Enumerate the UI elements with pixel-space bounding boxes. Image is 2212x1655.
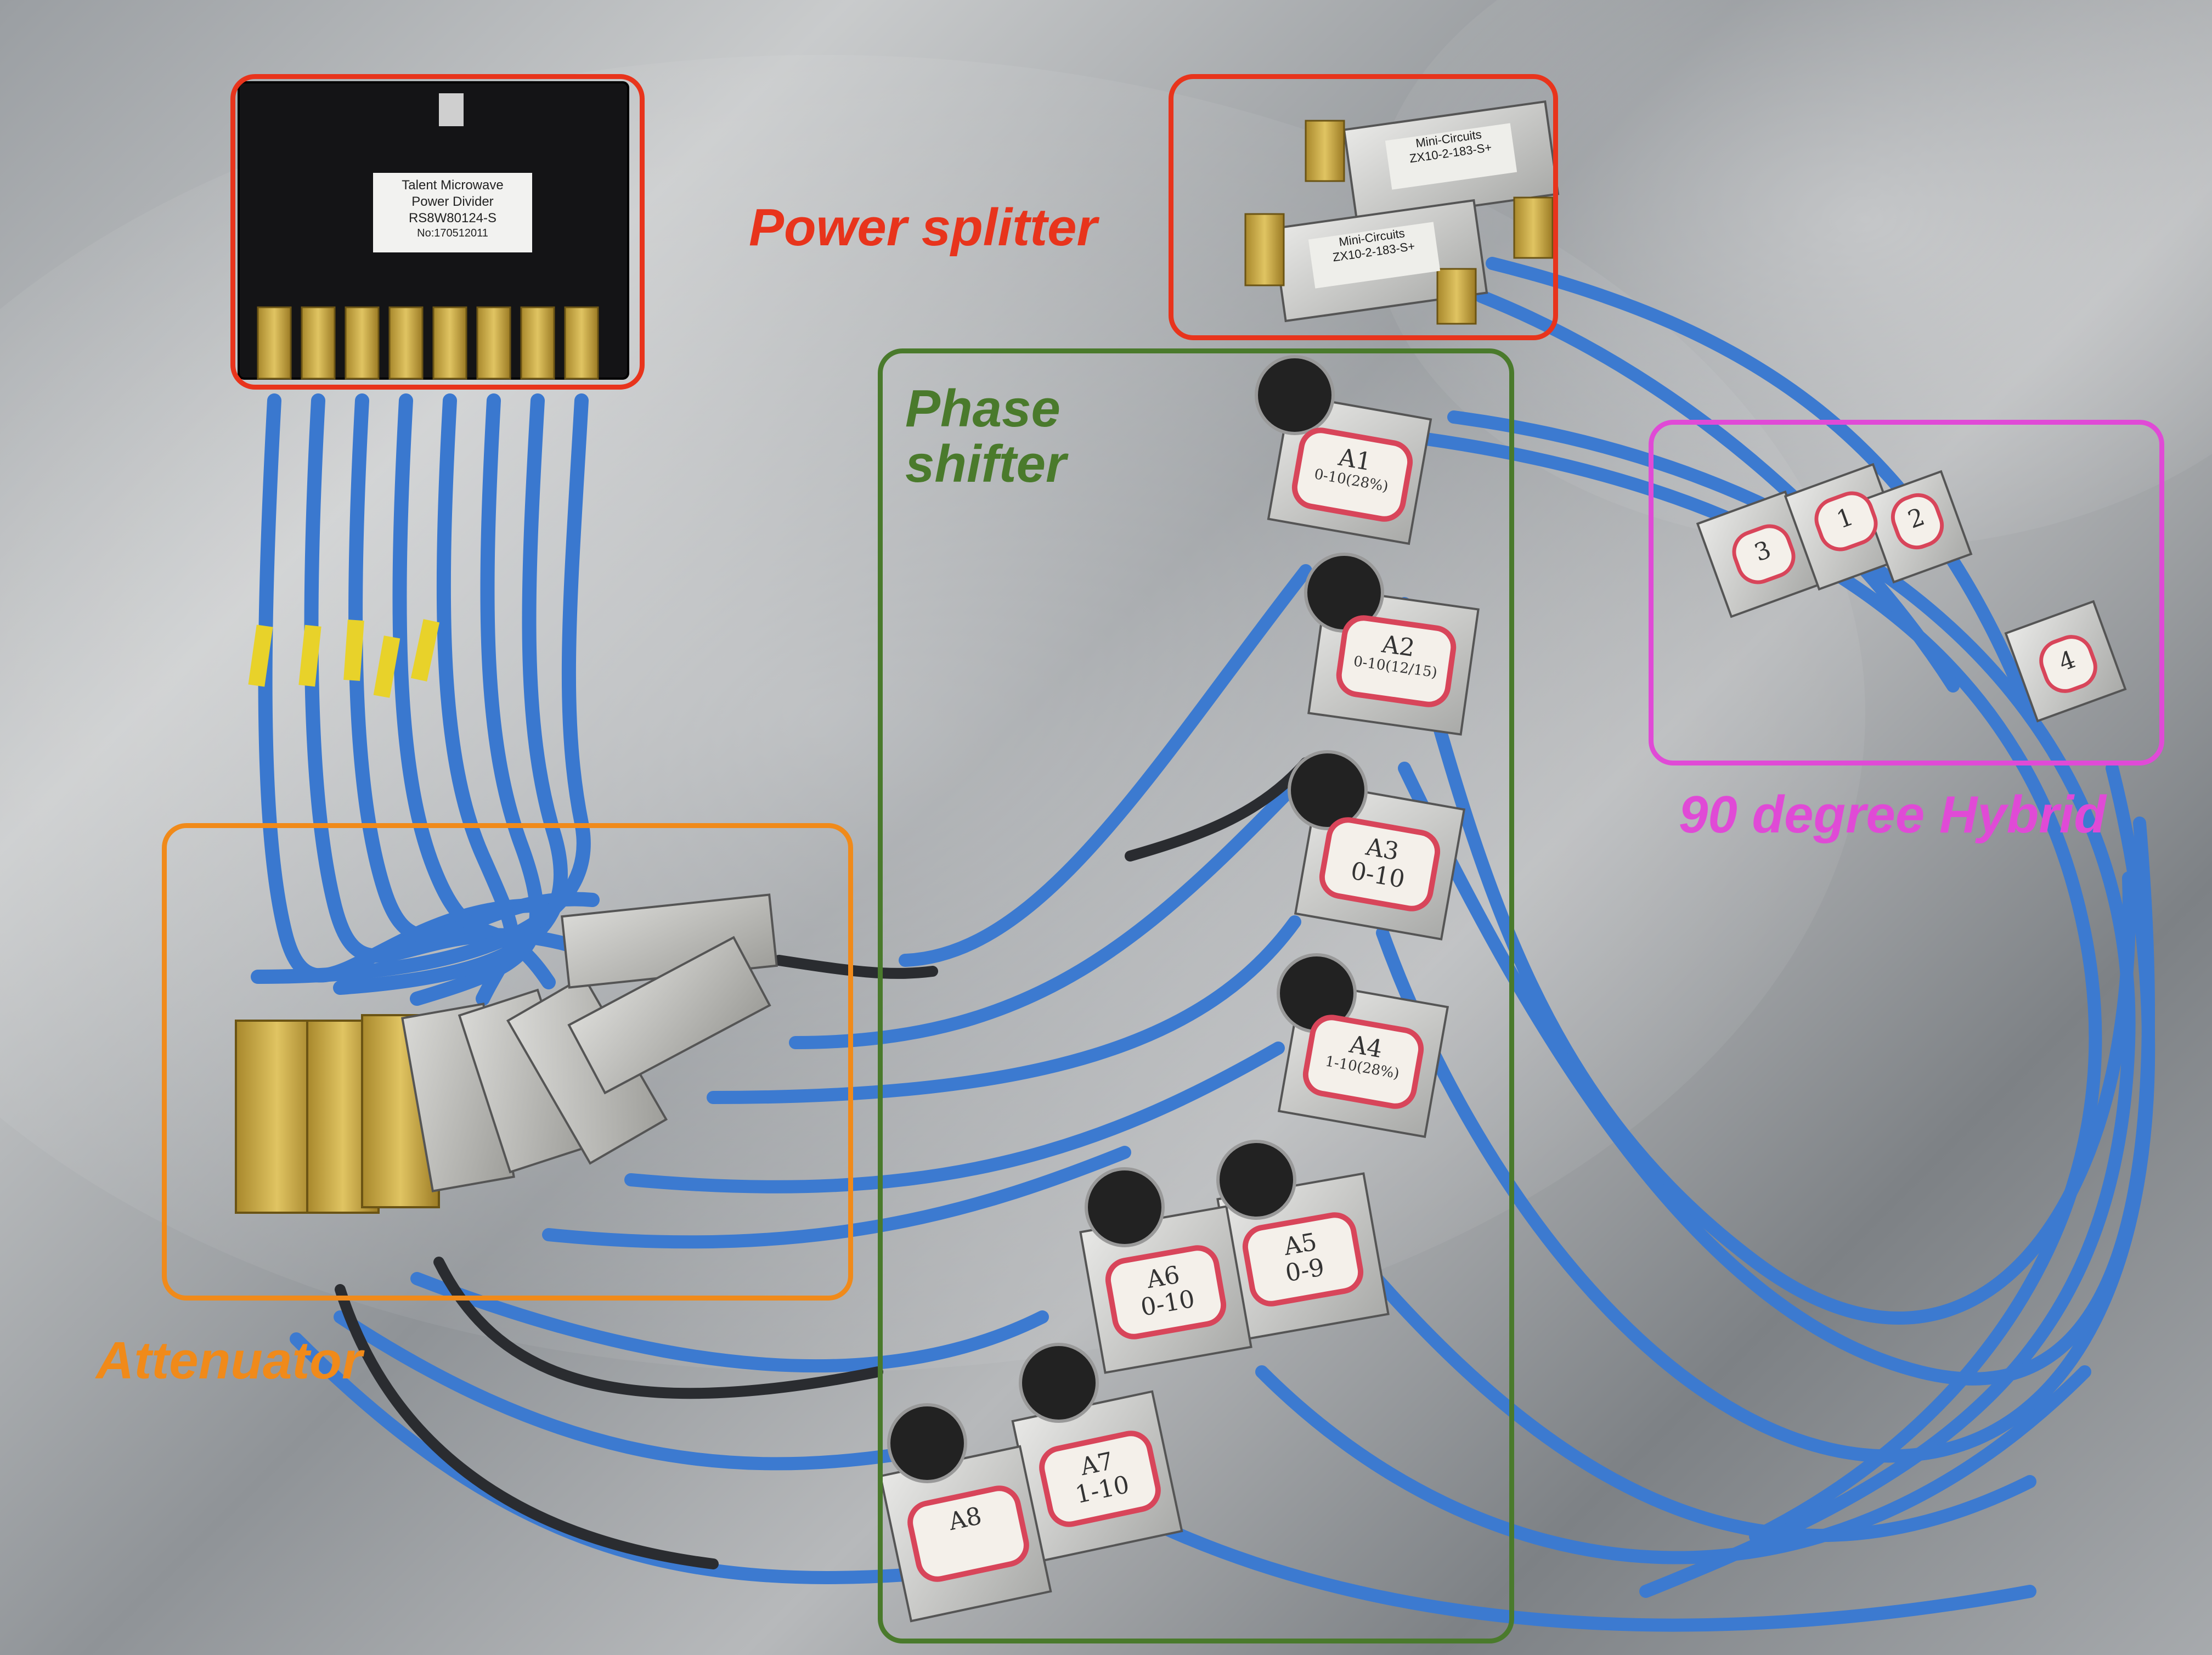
phase-shifter-annotation-label: Phase shifter [905, 379, 1066, 493]
phase-shifter-highlight-box [878, 348, 1514, 1643]
divider-line2: Power Divider [411, 194, 494, 209]
cable-markers [248, 619, 440, 698]
divider-model: RS8W80124-S [408, 211, 497, 226]
attenuators [235, 893, 778, 1214]
routing-cables [290, 257, 2155, 1632]
divider-serial: No:170512011 [417, 227, 488, 239]
divider-cables [251, 393, 600, 1006]
power-divider-highlight-box [230, 74, 645, 390]
power-divider-label: Talent Microwave Power Divider RS8W80124… [373, 173, 532, 252]
metal-sheen-2 [1372, 0, 2212, 549]
black-cables [335, 757, 1311, 1569]
attenuator-annotation-label: Attenuator [96, 1331, 363, 1390]
attenuator-highlight-box [162, 823, 853, 1301]
power-splitter-highlight-box [1169, 74, 1558, 340]
power-splitter-label: Power splitter [749, 198, 1097, 257]
divider-line1: Talent Microwave [402, 178, 504, 193]
phase-shifter-knobs [887, 355, 1384, 1483]
hybrid-highlight-box [1649, 420, 2164, 765]
hybrid-annotation-label: 90 degree Hybrid [1679, 785, 2106, 844]
